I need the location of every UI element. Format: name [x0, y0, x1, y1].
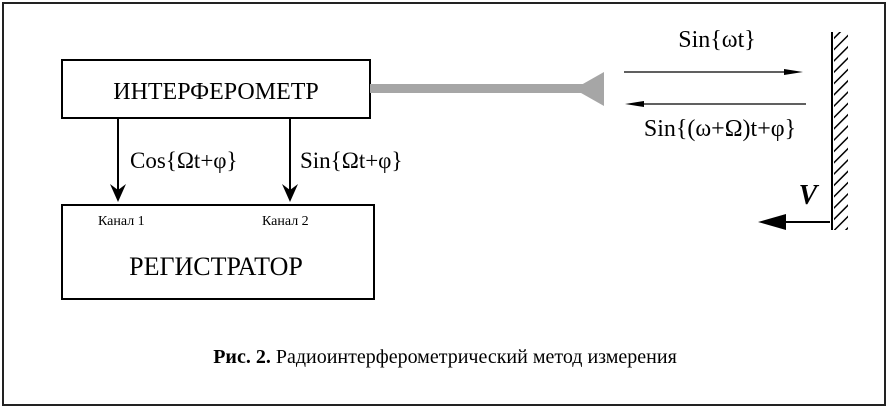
wave-in-label: Sin{(ω+Ω)t+φ}: [644, 116, 796, 142]
caption-prefix: Рис. 2.: [213, 346, 271, 368]
wave-in-arrowhead: [625, 101, 644, 107]
figure-caption: Рис. 2. Радиоинтерферометрический метод …: [0, 346, 890, 369]
interferometer-label: ИНТЕРФЕРОМЕТР: [113, 79, 319, 105]
antenna-horn: [574, 72, 604, 106]
recorder-box: [61, 204, 375, 300]
velocity-label: V: [799, 180, 820, 211]
signal-sin-label: Sin{Ωt+φ}: [300, 148, 403, 173]
velocity-arrowhead: [758, 214, 786, 230]
channel1-arrowhead: [110, 184, 126, 202]
recorder-label: РЕГИСТРАТОР: [129, 252, 303, 281]
channel1-label: Канал 1: [98, 214, 145, 229]
signal-cos-label: Cos{Ωt+φ}: [130, 148, 238, 173]
antenna-feed-bar: [370, 84, 588, 93]
channel2-label: Канал 2: [262, 214, 309, 229]
reflector-hatching: [834, 32, 848, 230]
caption-text: Радиоинтерферометрический метод измерени…: [275, 346, 677, 368]
interferometer-box: [61, 59, 371, 119]
channel2-arrowhead: [282, 184, 298, 202]
wave-out-arrowhead: [784, 69, 803, 75]
wave-out-label: Sin{ωt}: [678, 27, 756, 53]
